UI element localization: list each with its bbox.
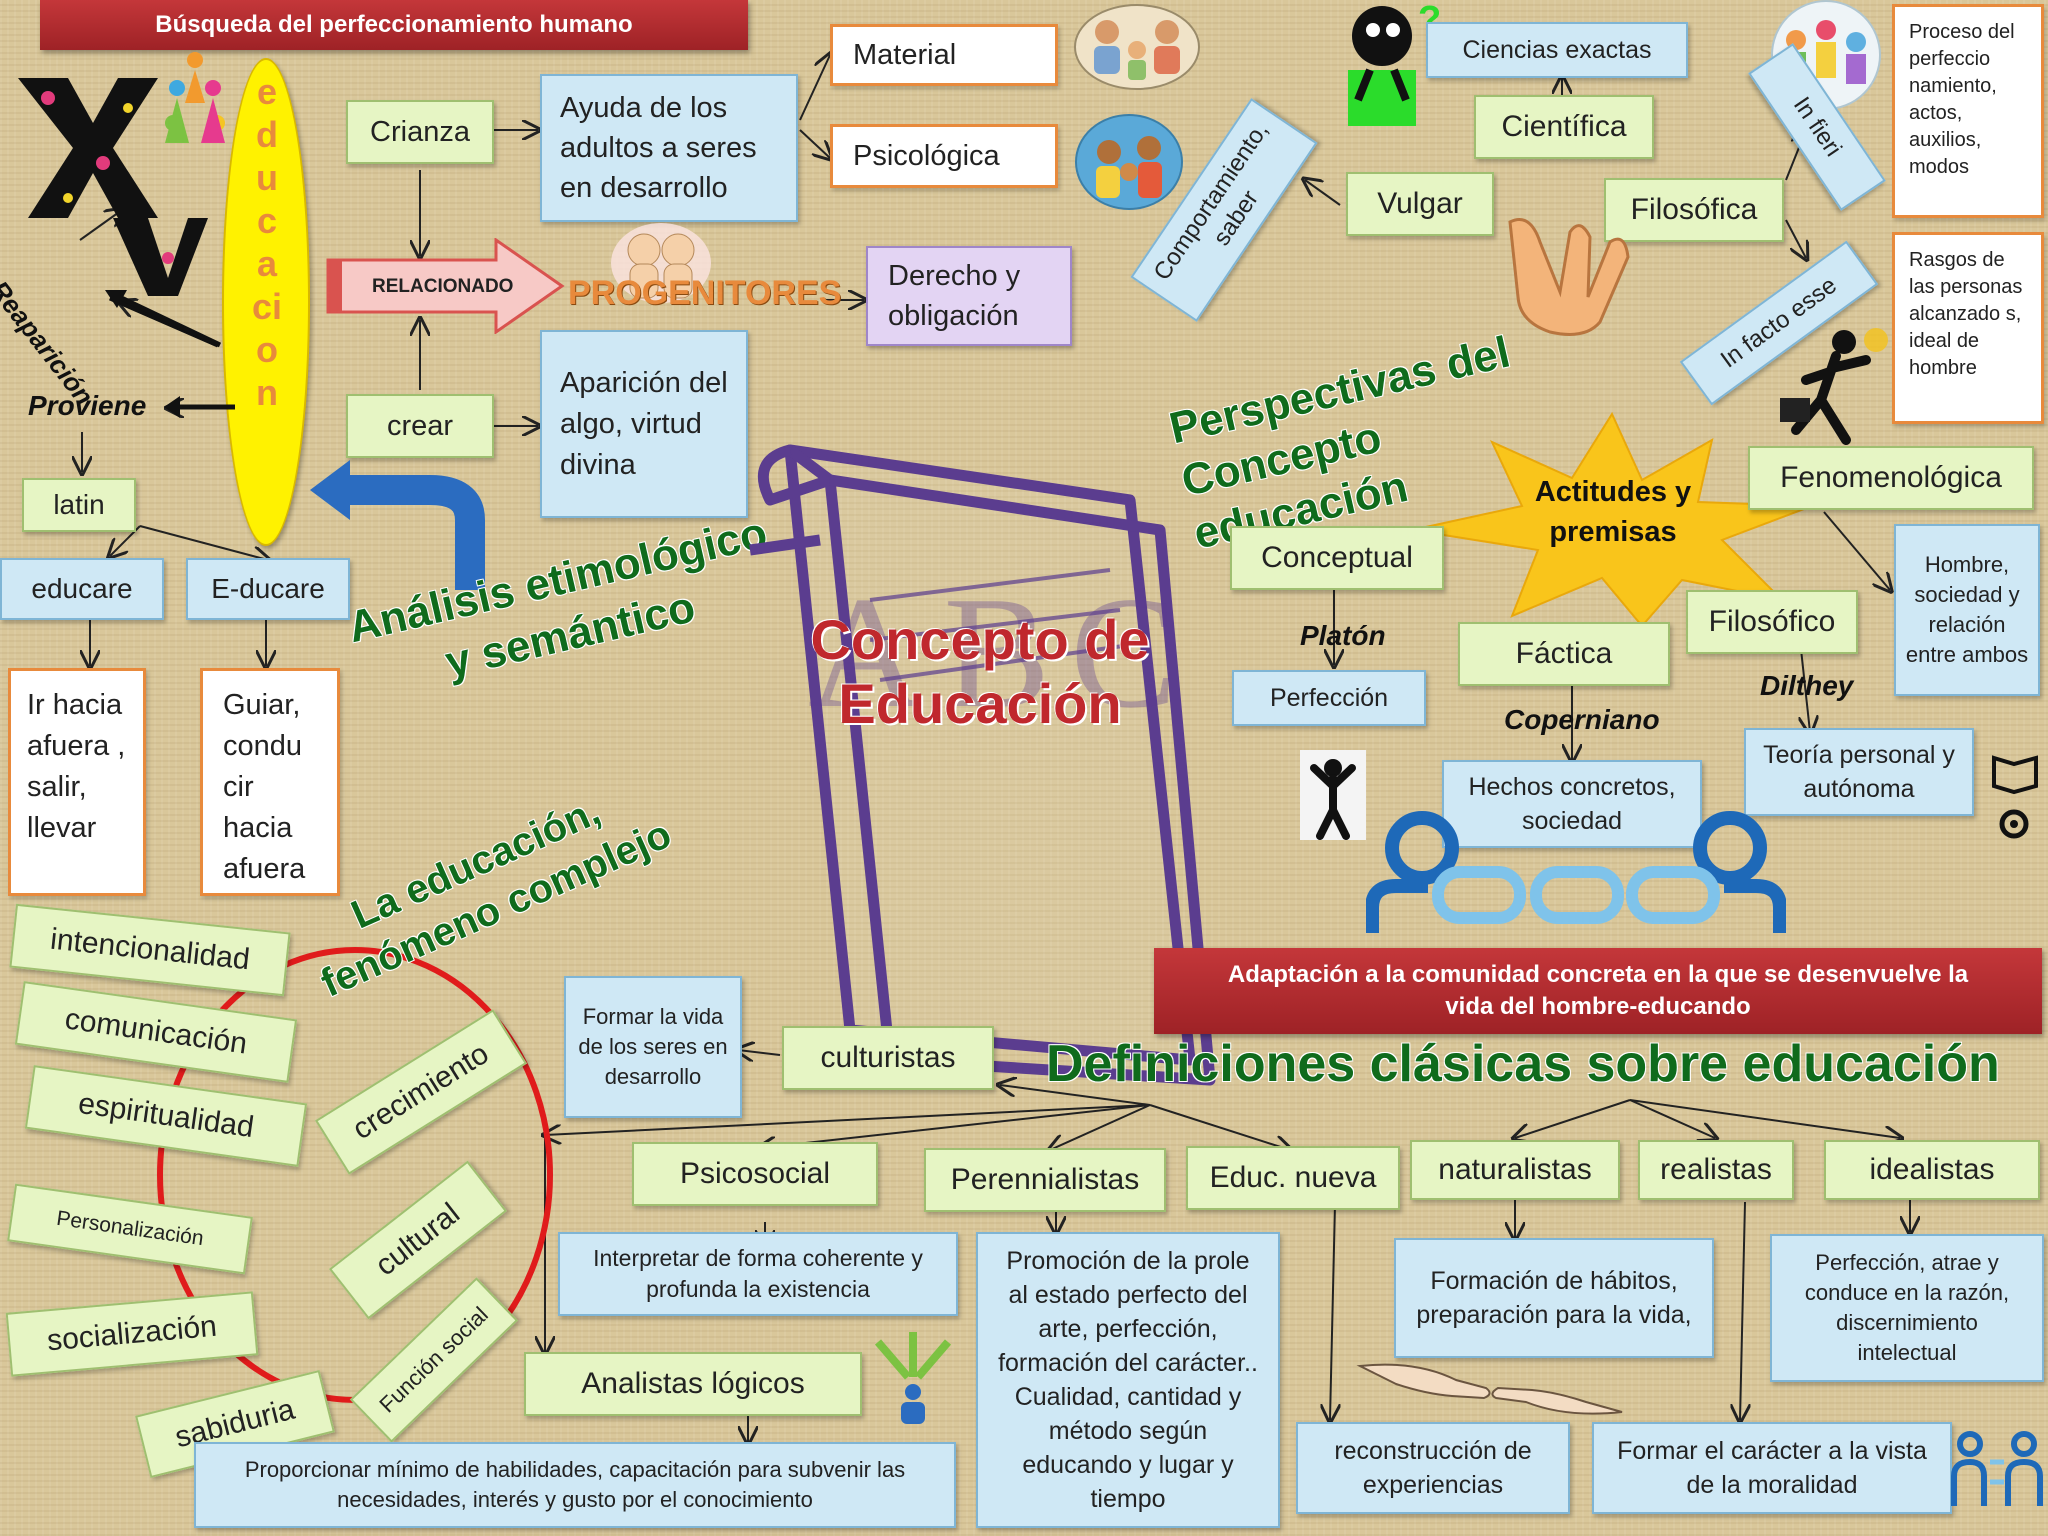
culturistas-desc-box: Formar la vida de los seres en desarroll… <box>564 976 742 1118</box>
definiciones-title: Definiciones clásicas sobre educación <box>1046 1035 2000 1093</box>
filosofico-box: Filosófico <box>1686 590 1858 654</box>
analistas-box: Analistas lógicos <box>524 1352 862 1416</box>
psicosocial-desc-box: Interpretar de forma coherente y profund… <box>558 1232 958 1316</box>
coperniano-label: Coperniano <box>1504 704 1660 735</box>
derecho-obligacion-box: Derecho y obligación <box>866 246 1072 346</box>
parents-child-icon <box>1075 114 1183 210</box>
educacion-ellipse <box>222 58 310 546</box>
relacionado-arrow <box>326 238 565 334</box>
top-banner: Búsqueda del perfeccionamiento humano <box>40 0 748 50</box>
crianza-desc-box: Ayuda de los adultos a seres en desarrol… <box>540 74 798 222</box>
crianza-box: Crianza <box>346 100 494 164</box>
hand-icon <box>1508 218 1630 336</box>
ciencias-exactas-box: Ciencias exactas <box>1426 22 1688 78</box>
hechos-box: Hechos concretos, sociedad <box>1442 760 1702 848</box>
psicosocial-box: Psicosocial <box>632 1142 878 1206</box>
running-man-icon <box>1780 328 1888 445</box>
xvii-letters-icon <box>18 78 208 296</box>
figures-icon <box>165 52 225 143</box>
platon-label: Platón <box>1300 620 1386 651</box>
educare-box: educare <box>0 558 164 620</box>
proviene-arrow <box>164 396 235 418</box>
thinking-character-icon: ? <box>1348 0 1441 126</box>
family-icon <box>1074 4 1200 90</box>
idealistas-desc-box: Perfección, atrae y conduce en la razón,… <box>1770 1234 2044 1382</box>
in-fieri-desc-box: Proceso del perfeccio namiento, actos, a… <box>1892 4 2044 218</box>
fenomenologica-box: Fenomenológica <box>1748 446 2034 510</box>
book-icon <box>749 444 1216 1086</box>
teoria-box: Teoría personal y autónoma <box>1744 728 1974 816</box>
e-ducare-meaning-box: Guiar, condu cir hacia afuera <box>200 668 340 896</box>
factica-box: Fáctica <box>1458 622 1670 686</box>
perfeccion-box: Perfección <box>1232 670 1426 726</box>
naturalistas-box: naturalistas <box>1410 1140 1620 1200</box>
blue-curved-arrow <box>310 460 485 590</box>
conceptual-box: Conceptual <box>1230 526 1444 590</box>
proviene-label: Proviene <box>28 390 147 421</box>
hands-touch-icon <box>1356 1363 1623 1415</box>
arrows-people-icon <box>874 1332 952 1424</box>
book-gear-icon <box>1992 755 2038 839</box>
chain-people-icon <box>1366 811 1786 933</box>
crear-box: crear <box>346 394 494 458</box>
latin-box: latin <box>22 478 136 532</box>
actitudes-label: Actitudes y premisas <box>1534 476 1692 548</box>
realistas-box: realistas <box>1638 1140 1794 1200</box>
cientifica-box: Científica <box>1474 95 1654 159</box>
idealistas-box: idealistas <box>1824 1140 2040 1200</box>
naturalistas-desc-box: Formación de hábitos, preparación para l… <box>1394 1238 1714 1358</box>
educare-meaning-box: Ir hacia afuera , salir, llevar <box>8 668 146 896</box>
culturistas-box: culturistas <box>782 1026 994 1090</box>
blue-people-icon <box>1951 1431 2043 1506</box>
fenomenologica-desc-box: Hombre, sociedad y relación entre ambos <box>1894 524 2040 696</box>
relacionado-label: RELACIONADO <box>372 276 514 297</box>
analistas-desc-box: Proporcionar mínimo de habilidades, capa… <box>194 1442 956 1528</box>
material-box: Material <box>830 24 1058 86</box>
educacion-vertical-word: educacion <box>251 71 283 413</box>
psicologica-box: Psicológica <box>830 124 1058 188</box>
perennialistas-desc-box: Promoción de la prole al estado perfecto… <box>976 1232 1280 1528</box>
educ-nueva-box: Educ. nueva <box>1186 1146 1400 1210</box>
book-letters: ABC <box>808 563 1197 741</box>
filosofica-box: Filosófica <box>1604 178 1784 242</box>
person-silhouette-icon <box>1300 750 1366 840</box>
vulgar-box: Vulgar <box>1346 172 1494 236</box>
dilthey-label: Dilthey <box>1760 670 1854 701</box>
in-facto-desc-box: Rasgos de las personas alcanzado s, idea… <box>1892 232 2044 424</box>
adaptacion-banner: Adaptación a la comunidad concreta en la… <box>1154 948 2042 1034</box>
educ-nueva-desc-box: reconstrucción de experiencias <box>1296 1422 1570 1514</box>
crear-desc-box: Aparición del algo, virtud divina <box>540 330 748 518</box>
progenitores-label: PROGENITORES <box>568 274 842 312</box>
perennialistas-box: Perennialistas <box>924 1148 1166 1212</box>
realistas-desc-box: Formar el carácter a la vista de la mora… <box>1592 1422 1952 1514</box>
reaparicion-arrow <box>105 290 222 348</box>
center-title: Concepto de Educación <box>810 608 1150 735</box>
e-ducare-box: E-ducare <box>186 558 350 620</box>
babies-icon <box>611 223 711 303</box>
